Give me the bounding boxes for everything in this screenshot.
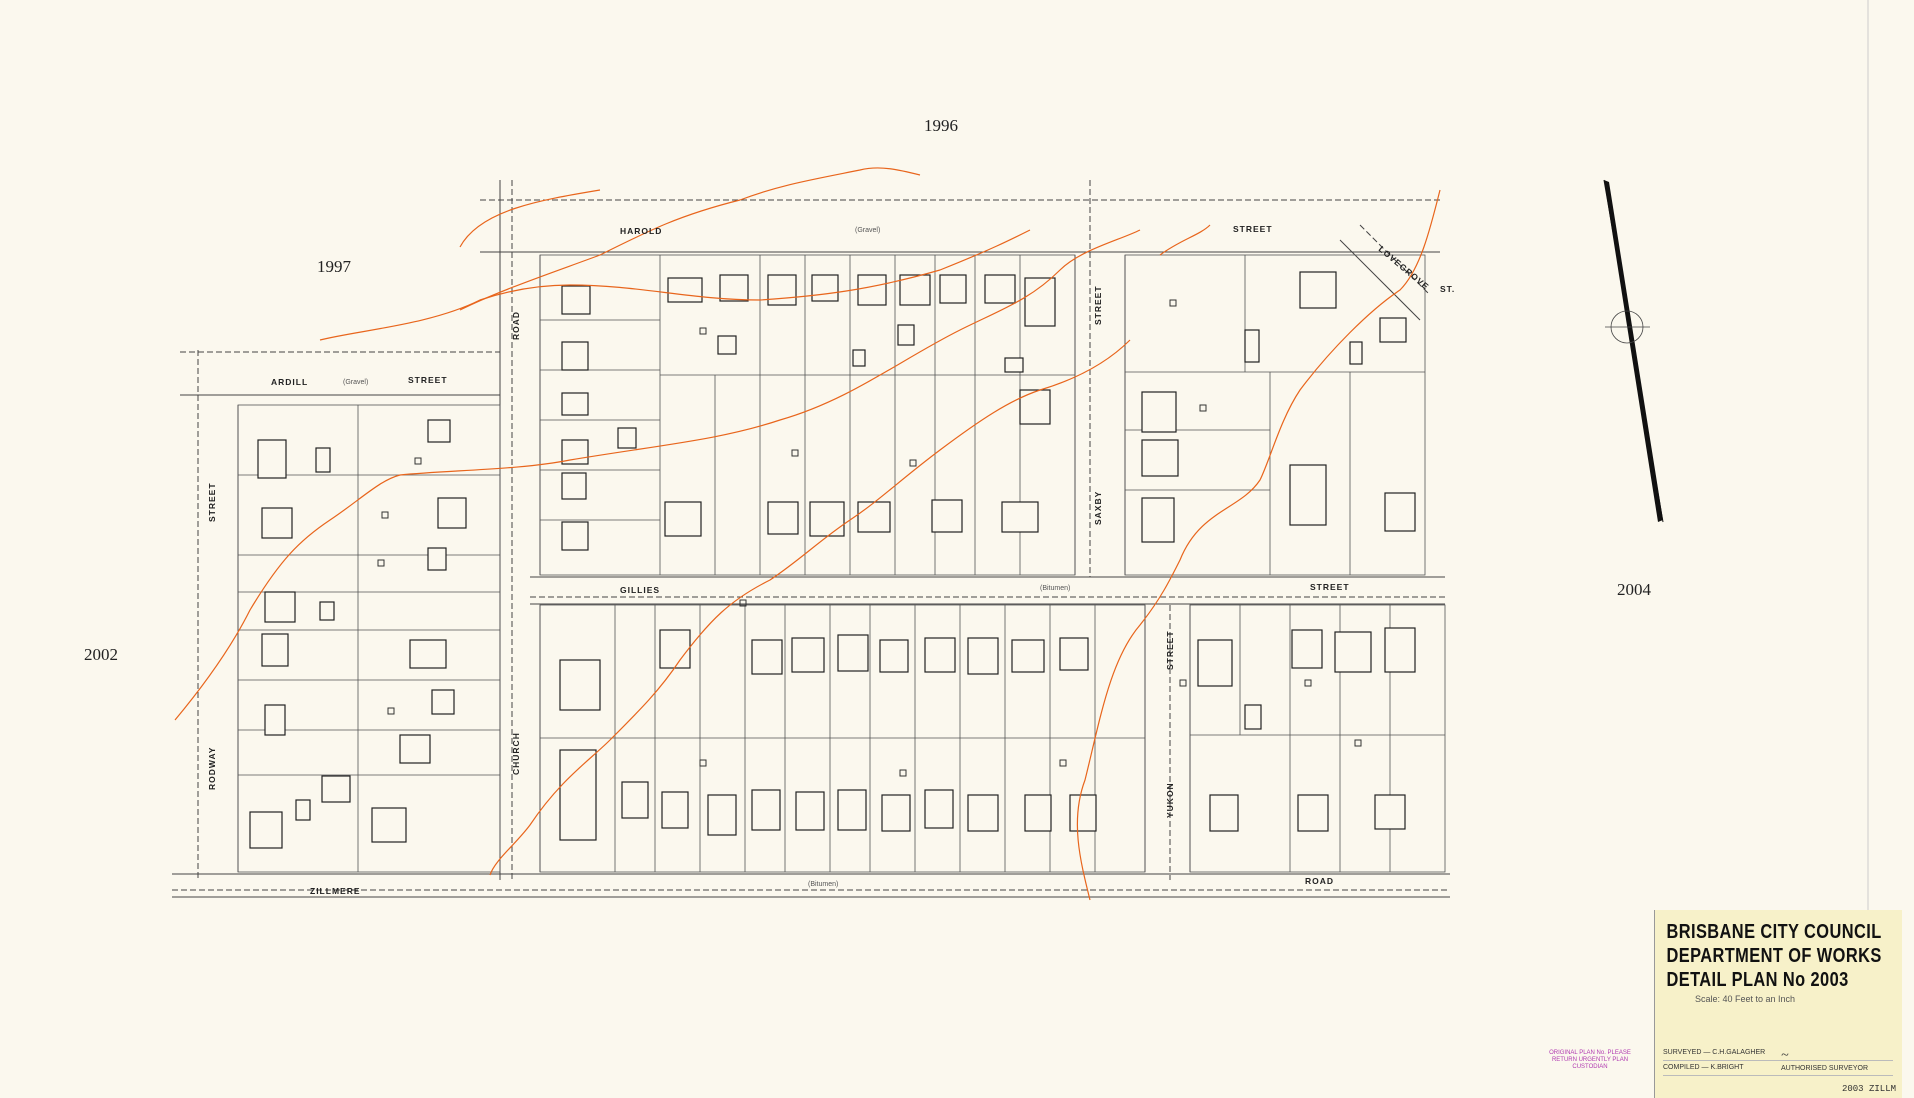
street-label-zillmere: ZILLMERE [310,886,361,896]
title-credits: SURVEYED — C.H.GALAGHER COMPILED — K.BRI… [1663,1046,1893,1076]
north-arrow [1603,179,1664,523]
credit-authorised: AUTHORISED SURVEYOR [1781,1065,1868,1072]
adjoining-sheet-northwest: 1997 [317,257,352,276]
street-label-rodway: RODWAY [207,747,217,790]
street-label-zillmere-road: ROAD [1305,876,1334,886]
street-label-saxby-street: STREET [1093,285,1103,325]
surface-note-zillmere: (Bitumen) [808,881,838,888]
street-label-harold: HAROLD [620,226,662,236]
surveyor-signature: ~ [1781,1048,1789,1063]
street-label-yukon: YUKON [1165,782,1175,818]
street-label-gillies: GILLIES [620,585,660,595]
street-label-church-road: ROAD [511,311,521,340]
street-label-lovegrove-st: ST. [1440,284,1455,294]
adjoining-sheet-west: 2002 [84,645,118,664]
street-label-yukon-street: STREET [1165,630,1175,670]
plan-reference: 2003 ZILLM [1841,1084,1896,1094]
street-label-ardill: ARDILL [271,377,308,387]
title-scale: Scale: 40 Feet to an Inch [1695,994,1796,1004]
lot-boundaries [237,254,1446,873]
outbuildings [377,299,1362,777]
credit-surveyed: SURVEYED — C.H.GALAGHER [1663,1046,1893,1061]
title-department: DEPARTMENT OF WORKS [1666,945,1882,967]
contour-lines [174,167,1441,901]
surface-note-gillies: (Bitumen) [1040,585,1070,592]
credit-compiled: COMPILED — K.BRIGHT [1663,1061,1893,1076]
street-label-gillies-street: STREET [1310,582,1350,592]
surface-note-ardill: (Gravel) [343,379,368,386]
street-label-saxby: SAXBY [1093,491,1103,525]
street-label-harold-street: STREET [1233,224,1273,234]
adjoining-sheet-north: 1996 [924,116,958,135]
adjoining-sheet-east: 2004 [1617,580,1652,599]
building-footprints [249,271,1416,849]
title-block: BRISBANE CITY COUNCIL DEPARTMENT OF WORK… [1654,910,1902,1098]
surface-note-harold: (Gravel) [855,227,880,234]
street-label-rodway-street: STREET [207,482,217,522]
street-label-church: CHURCH [511,732,521,775]
custodian-stamp: ORIGINAL PLAN No. PLEASE RETURN URGENTLY… [1549,1050,1631,1070]
street-label-ardill-street: STREET [408,375,448,385]
title-plan-number: DETAIL PLAN No 2003 [1666,969,1849,991]
title-council: BRISBANE CITY COUNCIL [1666,921,1882,943]
